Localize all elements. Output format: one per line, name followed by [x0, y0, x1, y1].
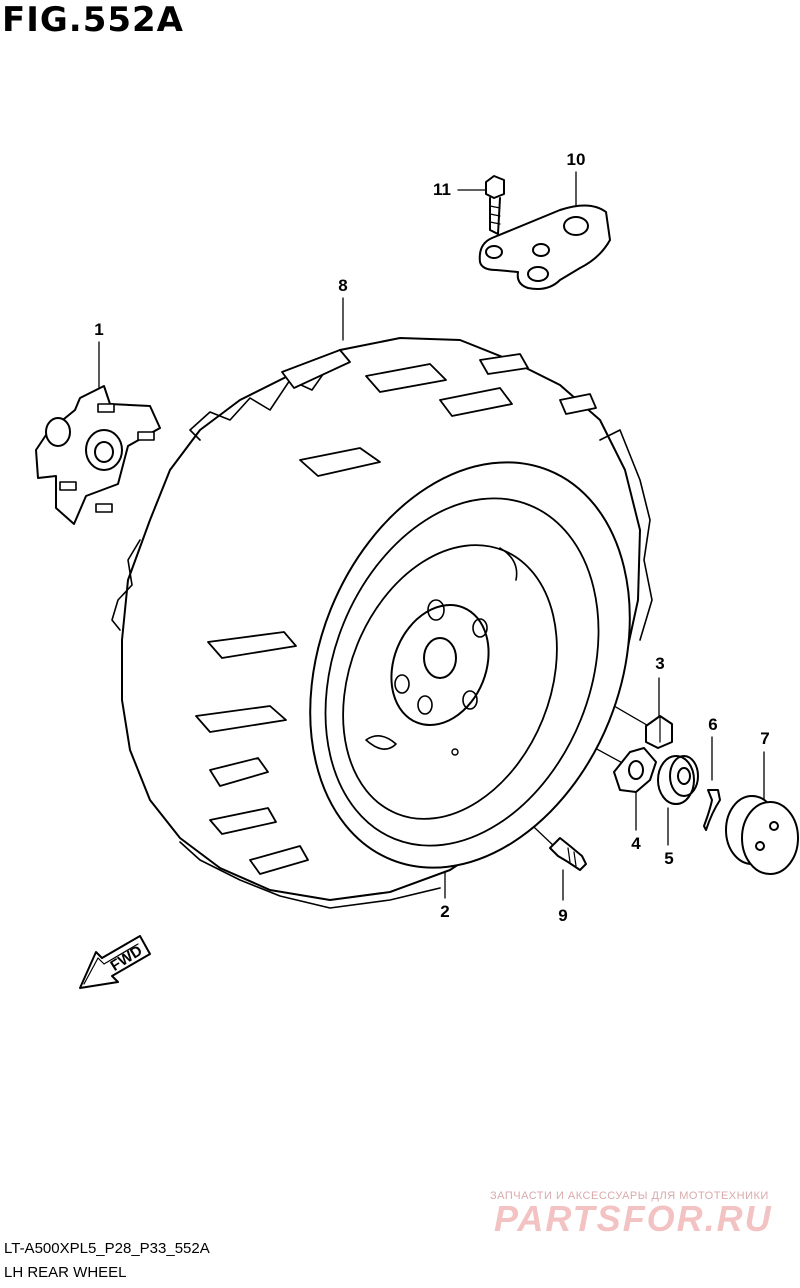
wheel-hub-part-1: [35, 385, 161, 525]
valve-part-9: [549, 837, 587, 871]
callout-4: 4: [631, 834, 641, 853]
figure-name: LH REAR WHEEL: [4, 1264, 127, 1281]
callout-10: 10: [566, 150, 586, 169]
callout-6: 6: [708, 715, 718, 734]
nut-part-3: [645, 715, 673, 749]
figure-title: FIG.552A: [2, 0, 184, 40]
callout-11: 11: [433, 180, 451, 199]
fwd-arrow-icon: [79, 935, 151, 989]
hub-cap-part-7: [725, 795, 799, 875]
castle-nut-part-5: [657, 755, 699, 805]
callout-7: 7: [760, 729, 770, 748]
bolt-part-11: [485, 175, 505, 235]
callout-2: 2: [440, 902, 450, 921]
figure-code: LT-A500XPL5_P28_P33_552A: [4, 1240, 210, 1257]
callout-1: 1: [94, 320, 104, 339]
bracket-part-10: [478, 204, 611, 290]
washer-part-4: [613, 747, 657, 793]
watermark-brand: PARTSFOR.RU: [494, 1198, 773, 1239]
watermark-tagline: ЗАПЧАСТИ И АКСЕССУАРЫ ДЛЯ МОТОТЕХНИКИ: [490, 1190, 769, 1202]
cotter-pin-part-6: [703, 789, 721, 831]
callout-5: 5: [664, 849, 674, 868]
callout-3: 3: [655, 654, 665, 673]
callout-8: 8: [338, 276, 348, 295]
tire-and-rim-part-8-2: [111, 337, 653, 909]
callout-9: 9: [558, 906, 568, 925]
